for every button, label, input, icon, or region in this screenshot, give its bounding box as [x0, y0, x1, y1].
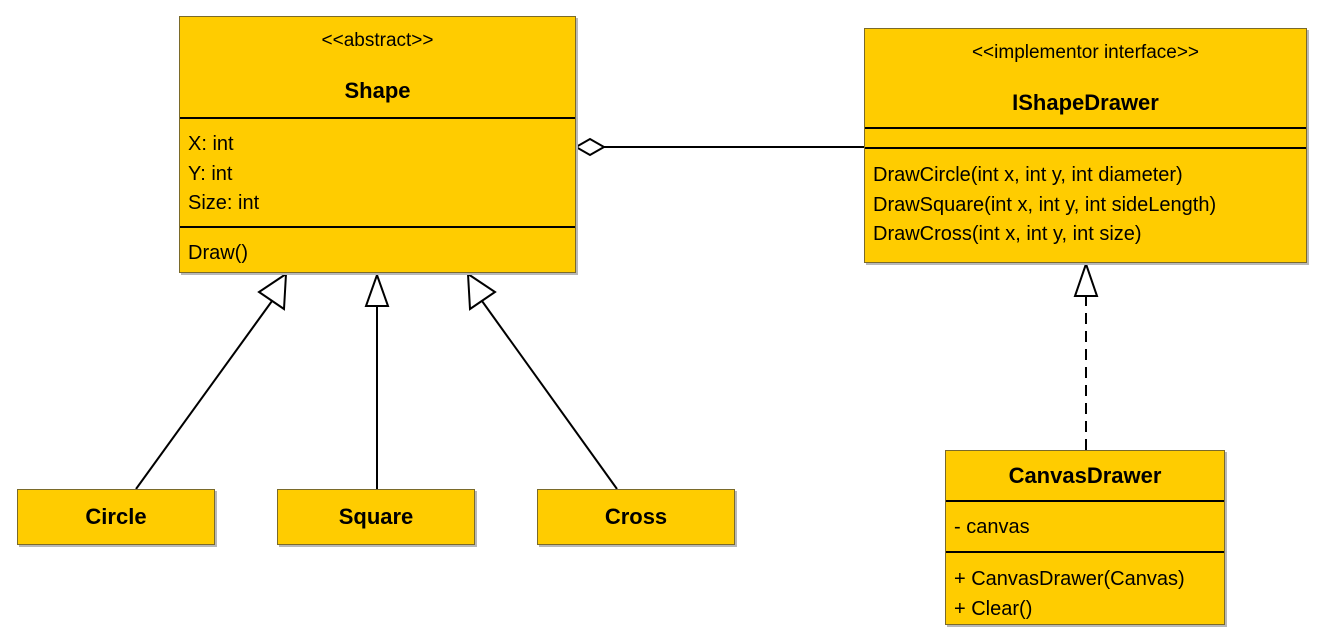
class-square[interactable]: Square [277, 489, 475, 545]
inheritance-triangle-icon-square [364, 272, 390, 307]
operations-compartment: Draw() [180, 226, 575, 269]
operation: DrawCircle(int x, int y, int diameter) [873, 164, 1183, 186]
inheritance-line-cross [481, 300, 618, 490]
realization-triangle-icon [1073, 260, 1099, 297]
class-canvasdrawer-header: CanvasDrawer [946, 451, 1224, 500]
class-shape-header: <<abstract>> Shape [180, 17, 575, 117]
class-name: Shape [344, 78, 411, 103]
class-ishapedrawer-header: <<implementor interface>> IShapeDrawer [865, 29, 1306, 127]
inheritance-triangle-icon-cross [466, 272, 497, 311]
operation: DrawCross(int x, int y, int size) [873, 223, 1142, 245]
operation: DrawSquare(int x, int y, int sideLength) [873, 193, 1217, 216]
operations-compartment: DrawCircle(int x, int y, int diameter) D… [865, 147, 1306, 250]
class-shape[interactable]: <<abstract>> Shape X: int Y: int Size: i… [179, 16, 576, 273]
attribute: - canvas [954, 516, 1030, 538]
attributes-compartment: - canvas [946, 500, 1224, 551]
class-ishapedrawer[interactable]: <<implementor interface>> IShapeDrawer D… [864, 28, 1307, 263]
class-name: Square [338, 504, 414, 529]
operations-compartment: + CanvasDrawer(Canvas) + Clear() [946, 551, 1224, 624]
class-circle[interactable]: Circle [17, 489, 215, 545]
operation: + CanvasDrawer(Canvas) [954, 568, 1185, 590]
class-name: IShapeDrawer [1012, 90, 1159, 115]
operation: + Clear() [954, 597, 1033, 620]
aggregation-diamond-icon [573, 137, 607, 157]
stereotype-label: <<implementor interface>> [971, 42, 1200, 63]
attribute: Y: int [188, 162, 233, 185]
class-cross[interactable]: Cross [537, 489, 735, 545]
attribute: X: int [188, 133, 234, 155]
inheritance-line-circle [135, 300, 273, 490]
attributes-compartment: X: int Y: int Size: int [180, 117, 575, 226]
attribute: Size: int [188, 192, 260, 214]
class-canvasdrawer[interactable]: CanvasDrawer - canvas + CanvasDrawer(Can… [945, 450, 1225, 625]
class-name: CanvasDrawer [1008, 463, 1162, 488]
operation: Draw() [188, 242, 248, 264]
attributes-compartment [865, 127, 1306, 147]
class-name: Cross [604, 504, 668, 529]
stereotype-label: <<abstract>> [321, 30, 434, 51]
class-name: Circle [85, 504, 147, 529]
inheritance-triangle-icon-circle [257, 272, 288, 311]
